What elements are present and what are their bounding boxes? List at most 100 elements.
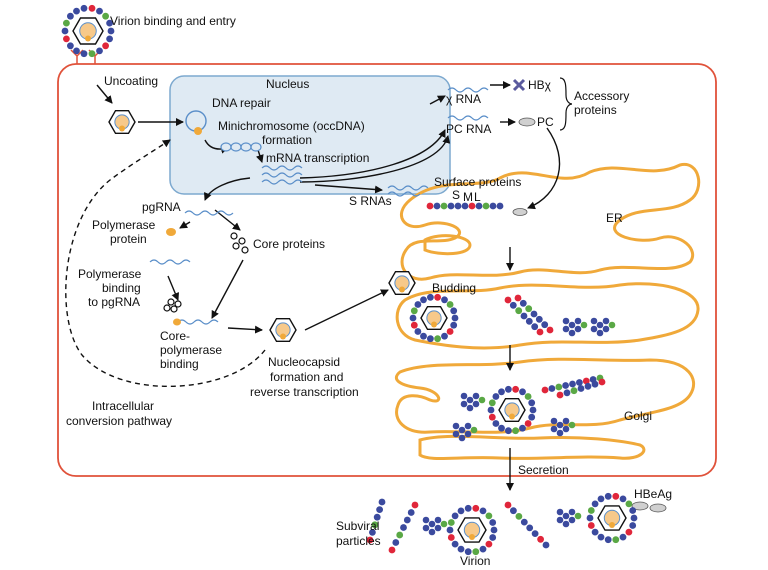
envelope-protein <box>512 385 519 393</box>
subviral-chain-2 <box>388 501 419 554</box>
er-subviral-cluster-1 <box>562 317 588 337</box>
label-subviral-1: Subviral <box>336 519 379 533</box>
label-poly-binding-2: binding <box>102 281 141 295</box>
envelope-protein <box>414 301 422 308</box>
core-proteins-icon <box>230 232 249 254</box>
envelope-protein <box>612 536 620 544</box>
surface-protein <box>568 329 576 337</box>
envelope-protein <box>528 399 536 407</box>
surface-protein <box>464 430 472 438</box>
envelope-protein <box>464 504 472 512</box>
envelope-protein <box>447 534 455 541</box>
envelope-protein <box>457 545 465 553</box>
capsid-polymerase <box>469 534 475 540</box>
virion-entry-capsid <box>61 4 115 58</box>
surface-protein <box>475 202 483 210</box>
envelope-protein <box>67 42 74 50</box>
envelope-protein <box>102 12 109 20</box>
surface-protein <box>440 202 448 210</box>
envelope-protein <box>505 427 512 435</box>
surface-protein <box>562 417 570 425</box>
envelope-protein <box>528 413 536 421</box>
envelope-protein <box>434 335 441 343</box>
label-secretion: Secretion <box>518 463 569 477</box>
label-core-poly-1: Core- <box>160 329 190 343</box>
envelope-protein <box>630 514 638 522</box>
envelope-protein <box>524 393 532 400</box>
envelope-protein <box>414 328 422 335</box>
label-core-poly-2: polymerase <box>160 343 222 357</box>
envelope-protein <box>447 519 455 526</box>
surface-protein <box>407 509 415 516</box>
surface-protein <box>568 516 576 524</box>
envelope-protein <box>410 307 418 315</box>
capsids <box>61 4 638 556</box>
surface-protein <box>403 516 411 524</box>
envelope-protein <box>629 522 637 529</box>
surface-protein <box>515 307 523 315</box>
er-compartment <box>399 163 701 281</box>
surface-protein <box>472 400 480 408</box>
envelope-protein <box>451 540 459 548</box>
label-accessory-1: Accessory <box>574 89 629 103</box>
surface-protein <box>464 422 472 430</box>
label-core-poly-3: binding <box>160 357 199 371</box>
golgi-cluster-2 <box>452 422 478 442</box>
surface-protein <box>525 305 533 313</box>
surface-protein <box>550 425 558 433</box>
envelope-protein <box>487 406 495 414</box>
surface-protein <box>563 389 571 397</box>
surface-protein <box>504 296 512 304</box>
envelope-protein <box>96 7 103 15</box>
er-chain-1 <box>504 296 544 336</box>
surface-protein <box>550 417 558 425</box>
envelope-protein <box>490 526 498 534</box>
envelope-protein <box>63 35 70 43</box>
envelope-protein <box>464 548 472 556</box>
label-s: S <box>452 188 460 202</box>
surface-protein <box>582 377 590 385</box>
label-minichromosome-1: Minichromosome (occDNA) <box>218 119 365 133</box>
surface-protein <box>568 421 576 429</box>
surface-protein <box>541 321 549 329</box>
label-virion-entry: Virion binding and entry <box>110 14 236 28</box>
dna-repair-polymerase <box>194 127 202 135</box>
secreted-virion-2 <box>586 492 638 544</box>
surface-protein <box>388 546 396 554</box>
label-pc-rna: PC RNA <box>446 122 491 136</box>
capsid-polymerase <box>85 35 91 42</box>
pc-oval-icon <box>518 117 536 127</box>
capsid-polymerase <box>609 522 615 528</box>
intracellular-conversion-arrow <box>65 139 266 387</box>
envelope-protein <box>512 427 519 435</box>
envelope-protein <box>451 512 459 520</box>
capsid-polymerase <box>119 125 125 132</box>
er-virion <box>409 293 459 343</box>
surface-protein <box>537 535 544 543</box>
envelope-protein <box>441 296 448 304</box>
surface-protein <box>434 516 442 524</box>
surface-protein <box>562 520 570 528</box>
surface-protein <box>510 507 517 515</box>
envelope-protein <box>485 540 493 548</box>
pathway-arrows <box>96 81 561 491</box>
surface-protein <box>470 426 478 434</box>
label-intracellular-1: Intracellular <box>92 399 154 413</box>
surface-protein <box>366 536 374 544</box>
envelope-protein <box>96 47 103 55</box>
envelope-protein <box>489 519 497 526</box>
secreted-chain <box>504 501 550 549</box>
envelope-protein <box>591 528 599 536</box>
envelope-protein <box>587 507 595 514</box>
cell-membrane <box>57 63 717 477</box>
surface-protein <box>602 325 610 333</box>
surface-protein <box>460 400 468 408</box>
envelope-protein <box>479 545 487 553</box>
secreted-cluster <box>556 508 582 528</box>
golgi-cluster-1 <box>460 392 486 412</box>
envelope-protein <box>625 528 633 536</box>
uncoating-capsid <box>108 109 136 135</box>
envelope-protein <box>488 413 496 421</box>
secreted-virion <box>446 504 498 556</box>
